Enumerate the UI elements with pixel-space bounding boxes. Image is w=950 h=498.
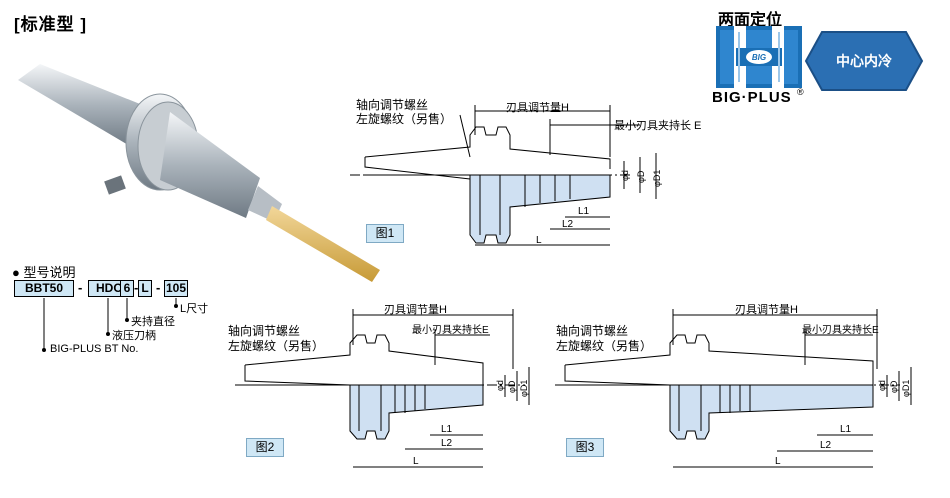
big-plus-logo: BIG <box>716 26 802 88</box>
fig3-dim-L1: L1 <box>840 424 852 435</box>
fig3-note-thread: 左旋螺纹（另售） <box>556 339 653 353</box>
model-heading: ● 型号说明 <box>12 265 76 280</box>
fig2-dim-D1: φD1 <box>519 380 529 397</box>
callout-hydraulic-chuck: 液压刀柄 <box>112 330 156 342</box>
figure-3-drawing: φd φD φD1 L1 L2 L <box>555 309 912 468</box>
code-separator: - <box>134 280 139 295</box>
fig2-note-thread: 左旋螺纹（另售） <box>228 339 325 353</box>
fig2-label: 图2 <box>246 438 284 457</box>
fig3-dim-D: φD <box>889 380 899 393</box>
badge-hexagon-icon <box>804 31 924 91</box>
fig1-dim-E: 最小刃具夹持长 E <box>614 120 702 132</box>
code-type: HDC <box>88 280 130 297</box>
fig1-dim-L2: L2 <box>562 219 574 230</box>
code-diameter: 6 <box>120 280 134 297</box>
fig2-dim-H: 刃具调节量H <box>384 304 447 316</box>
fig1-dim-D: φD <box>636 170 646 183</box>
fig3-dim-L2: L2 <box>820 440 832 451</box>
tool-holder-photo <box>18 64 380 282</box>
fig3-dim-L: L <box>775 456 781 467</box>
figure-2-drawing: φd φD φD1 L1 L2 L <box>235 309 530 468</box>
figure-1-drawing: φd φD φD1 L1 L2 L <box>350 105 662 246</box>
fig3-dim-E: 最小刃具夹持长E <box>802 325 879 336</box>
badge-label: 中心内冷 <box>836 53 892 69</box>
fig3-dim-D1: φD1 <box>901 380 911 397</box>
fig1-note-thread: 左旋螺纹（另售） <box>356 112 453 126</box>
fig3-label: 图3 <box>566 438 604 457</box>
model-callout-lines <box>42 298 178 352</box>
fig2-dim-d: φd <box>495 380 505 391</box>
callout-bigplus-bt: BIG-PLUS BT No. <box>50 343 139 355</box>
fig1-dim-L1: L1 <box>578 206 590 217</box>
fig1-note-screw: 轴向调节螺丝 <box>356 98 429 112</box>
fig1-dim-L: L <box>536 235 542 246</box>
code-separator: - <box>78 280 83 295</box>
callout-clamp-diameter: 夹持直径 <box>131 316 175 328</box>
logo-title: 两面定位 <box>718 12 783 29</box>
logo-name: BIG·PLUS <box>712 89 792 106</box>
code-length: 105 <box>164 280 188 297</box>
fig3-dim-d: φd <box>877 380 887 391</box>
code-series: BBT50 <box>14 280 74 297</box>
fig2-dim-L1: L1 <box>441 424 453 435</box>
fig2-dim-E: 最小刃具夹持长E <box>412 325 489 336</box>
fig2-dim-D: φD <box>507 380 517 393</box>
callout-length: L尺寸 <box>180 303 209 315</box>
fig1-dim-D1: φD1 <box>652 170 662 187</box>
fig2-note-screw: 轴向调节螺丝 <box>228 324 301 338</box>
fig1-dim-d: φd <box>620 170 630 181</box>
registered-mark: ® <box>797 87 804 97</box>
fig3-note-screw: 轴向调节螺丝 <box>556 324 629 338</box>
fig1-label: 图1 <box>366 224 404 243</box>
code-length-type: L <box>138 280 152 297</box>
fig1-dim-H: 刃具调节量H <box>506 102 569 114</box>
fig2-dim-L: L <box>413 456 419 467</box>
big-emblem-text: BIG <box>752 53 766 62</box>
page-title: [标准型 ] <box>14 15 88 34</box>
fig2-dim-L2: L2 <box>441 438 453 449</box>
fig3-dim-H: 刃具调节量H <box>735 304 798 316</box>
code-separator: - <box>156 280 161 295</box>
